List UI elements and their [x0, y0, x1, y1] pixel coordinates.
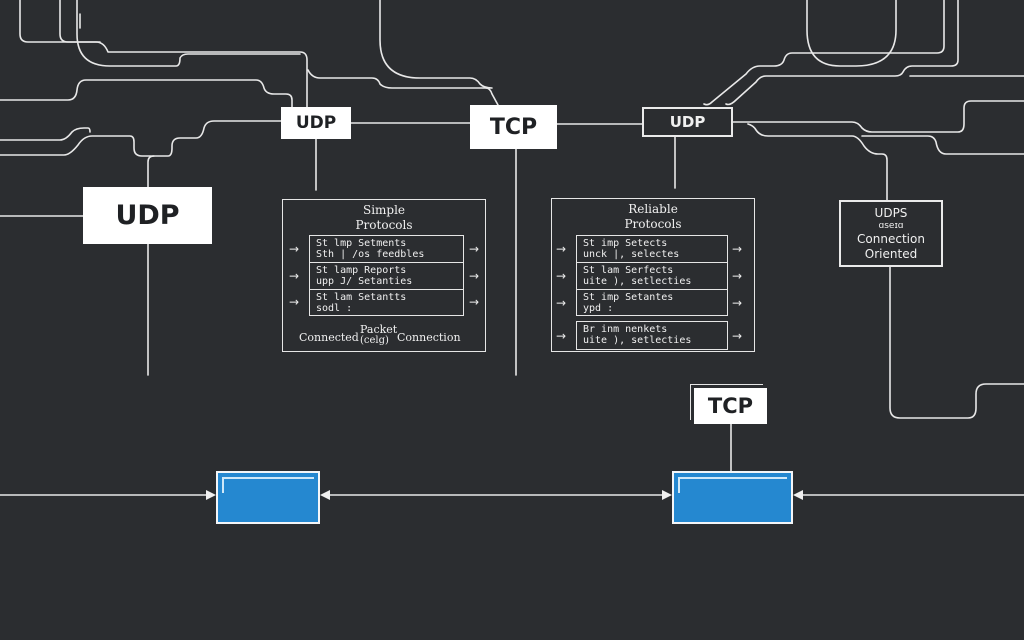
udps-oriented: Oriented	[864, 246, 918, 261]
tcp-label-top[interactable]: TCP	[470, 105, 557, 149]
udp-label-text: UDP	[669, 113, 706, 131]
arrow-right-icon: →	[556, 296, 567, 310]
wire	[703, 0, 945, 106]
row-line: Br inm nenkets	[583, 324, 668, 335]
list-item[interactable]: St lam Serfects uite ), setlecties	[576, 262, 728, 290]
panel-title: Reliable	[628, 202, 678, 216]
wire	[806, 0, 897, 67]
tcp-label-bottom[interactable]: TCP	[694, 388, 767, 424]
list-item[interactable]: St lmp Setments Sth | /os feedbles	[309, 235, 464, 263]
udps-title: UDPS	[874, 205, 908, 220]
wire	[307, 69, 499, 106]
wire	[747, 123, 888, 201]
footer-packet-sub: (celg)	[360, 335, 389, 346]
row-line: St imp Setantes	[583, 292, 674, 303]
arrow-right-icon: →	[469, 295, 480, 309]
list-item[interactable]: St lamp Reports upp J/ Setanties	[309, 262, 464, 290]
arrow-right-icon: →	[732, 269, 743, 283]
reliable-protocols-panel: Reliable Protocols → St imp Setects unck…	[551, 198, 755, 352]
wire	[379, 0, 493, 89]
wire	[725, 0, 959, 106]
tcp-label-text: TCP	[489, 114, 538, 140]
panel-subtitle: Protocols	[355, 218, 413, 232]
row-line: unck |, selectes	[583, 249, 680, 260]
row-line: Sth | /os feedbles	[316, 249, 425, 260]
arrow-right-icon: →	[289, 295, 300, 309]
row-line: St lmp Setments	[316, 238, 407, 249]
panel-title: Simple	[362, 203, 406, 217]
connection-oriented-box[interactable]: UDPS ɑseɪɑ Connection Oriented	[839, 200, 943, 267]
arrow-right-icon: →	[732, 296, 743, 310]
endpoint-node-right[interactable]	[672, 471, 793, 524]
list-item[interactable]: St imp Setantes ypd :	[576, 289, 728, 316]
arrow-head	[662, 490, 672, 500]
endpoint-node-left[interactable]	[216, 471, 320, 524]
arrow-right-icon: →	[556, 329, 567, 343]
udp-label-text: UDP	[115, 200, 180, 231]
wire	[0, 127, 91, 141]
wire	[889, 266, 1024, 419]
wire	[0, 79, 293, 108]
wire	[59, 0, 101, 43]
udp-label-outline[interactable]: UDP	[642, 107, 733, 137]
arrow-right-icon: →	[469, 269, 480, 283]
tcp-label-text: TCP	[707, 394, 754, 418]
footer-packet: Packet	[360, 323, 398, 336]
row-line: ypd :	[583, 303, 614, 314]
list-item[interactable]: Br inm nenkets uite ), setlecties	[576, 321, 728, 350]
row-line: sodl :	[316, 303, 353, 314]
arrow-right-icon: →	[556, 242, 567, 256]
footer-connection: Connection	[397, 331, 461, 344]
arrow-right-icon: →	[732, 329, 743, 343]
wire	[76, 0, 301, 67]
arrow-right-icon: →	[469, 242, 480, 256]
row-line: St lam Setantts	[316, 292, 407, 303]
row-line: St imp Setects	[583, 238, 668, 249]
wire	[0, 120, 282, 157]
udps-connection: Connection	[857, 231, 925, 246]
row-line: uite ), setlecties	[583, 276, 692, 287]
row-line: St lam Serfects	[583, 265, 674, 276]
udp-label-text: UDP	[295, 113, 337, 133]
arrow-head	[320, 490, 330, 500]
wire	[147, 155, 155, 188]
arrow-head	[206, 490, 216, 500]
arrow-right-icon: →	[732, 242, 743, 256]
row-line: St lamp Reports	[316, 265, 407, 276]
footer-connected: Connected	[299, 331, 359, 344]
udp-label-large[interactable]: UDP	[83, 187, 212, 244]
simple-protocols-panel: Simple Protocols → St lmp Setments Sth |…	[282, 199, 486, 352]
panel-subtitle: Protocols	[624, 217, 682, 231]
list-item[interactable]: St lam Setantts sodl :	[309, 289, 464, 316]
arrow-right-icon: →	[289, 242, 300, 256]
wire	[732, 100, 1024, 133]
wire	[19, 0, 308, 108]
arrow-right-icon: →	[289, 269, 300, 283]
list-item[interactable]: St imp Setects unck |, selectes	[576, 235, 728, 263]
udp-label-small[interactable]: UDP	[281, 107, 351, 139]
wire	[861, 135, 1024, 155]
udps-subtitle: ɑseɪɑ	[878, 220, 904, 231]
row-line: upp J/ Setanties	[316, 276, 413, 287]
row-line: uite ), setlecties	[583, 335, 692, 346]
arrow-right-icon: →	[556, 269, 567, 283]
arrow-head	[793, 490, 803, 500]
